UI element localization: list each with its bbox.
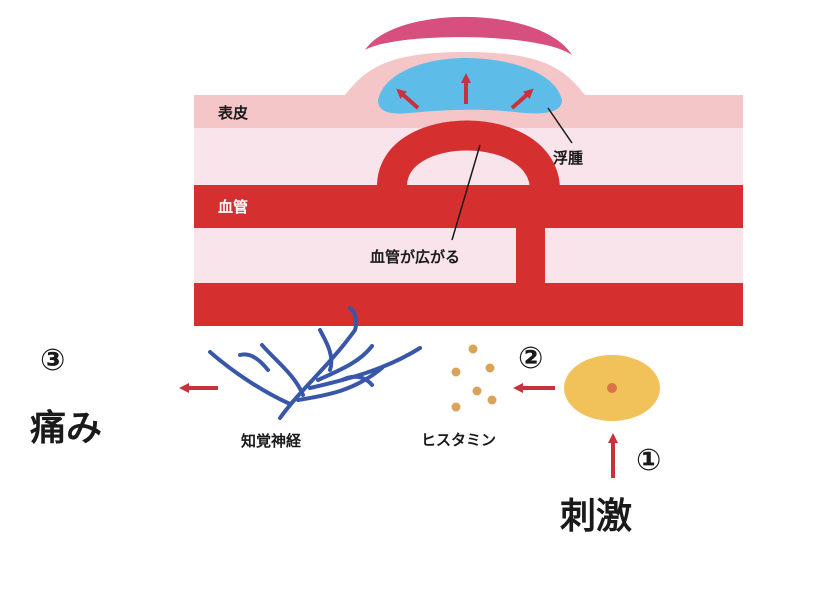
epidermis-label: 表皮 (218, 104, 248, 122)
blood-vessel-label: 血管 (218, 198, 248, 216)
blood-vessel-upper (194, 185, 743, 228)
histamine-label: ヒスタミン (421, 431, 496, 449)
welt-bump (365, 16, 572, 55)
edema-area (378, 58, 562, 114)
arrow-icon (510, 88, 534, 110)
mast-cell-nucleus (607, 383, 617, 393)
step-2-marker: ② (518, 341, 543, 376)
edema-label: 浮腫 (553, 149, 583, 167)
vasodilation-leader-line (451, 144, 481, 241)
edema-arrows (396, 73, 534, 110)
arrow-icon (396, 88, 420, 110)
dilated-vessel-connector (516, 190, 545, 290)
step-3-marker: ③ (40, 343, 65, 378)
dilated-vessel-loop (377, 120, 560, 192)
nerve-icon (208, 306, 422, 420)
sensory-nerve-label: 知覚神経 (241, 432, 302, 450)
pain-label: 痛み (30, 408, 102, 449)
histamine-particles (451, 344, 497, 412)
blood-vessel-lower (194, 283, 743, 326)
stimulus-label: 刺激 (560, 496, 632, 537)
vasodilation-label: 血管が広がる (370, 248, 460, 266)
edema-leader-line (547, 107, 573, 144)
step-1-marker: ① (636, 443, 661, 478)
